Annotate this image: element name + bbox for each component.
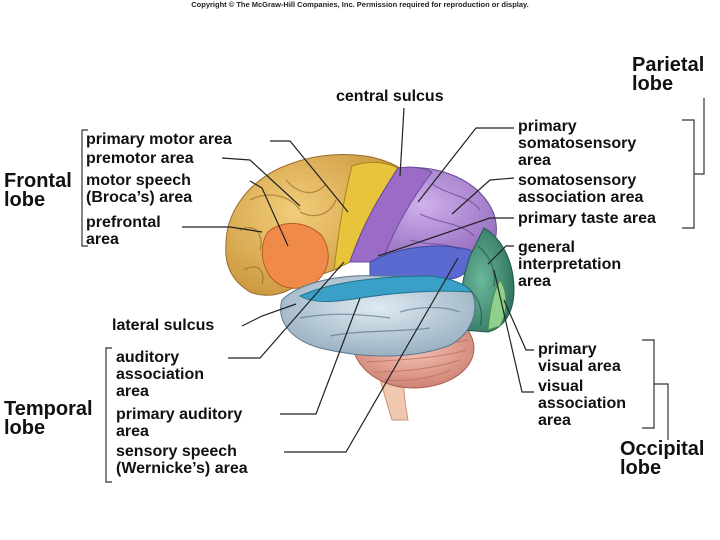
central-sulcus-label: central sulcus — [336, 88, 444, 105]
leader-primary-auditory — [280, 297, 361, 415]
leader-central-sulcus — [399, 107, 405, 177]
prefrontal-area-label: prefrontal area — [86, 214, 161, 248]
bracket-parietal — [682, 98, 705, 229]
general-interpretation-area-label: general interpretation area — [518, 239, 622, 290]
primary-motor-area-label: primary motor area — [86, 131, 232, 148]
leader-somato-assoc — [451, 177, 515, 215]
leader-broca — [249, 180, 289, 247]
temporal-lobe-title: Temporal lobe — [4, 398, 93, 439]
primary-visual-region — [487, 279, 507, 331]
somatosensory-association-area-label: somatosensory association area — [518, 172, 644, 206]
leader-taste — [377, 217, 514, 257]
visual-association-area-label: visual association area — [538, 378, 627, 429]
leader-primary-visual — [503, 299, 534, 351]
leader-visual-assoc — [493, 269, 534, 393]
leader-somatosensory — [417, 127, 514, 203]
leader-interpretation — [487, 245, 514, 265]
primary-taste-area-label: primary taste area — [518, 210, 656, 227]
primary-visual-area-label: primary visual area — [538, 341, 621, 375]
broca-area — [261, 222, 329, 289]
motor-speech-area-label: motor speech (Broca’s) area — [86, 172, 193, 206]
parietal-lobe-title: Parietal lobe — [632, 54, 705, 95]
lateral-sulcus-label: lateral sulcus — [112, 317, 215, 334]
leader-auditory-assoc — [228, 261, 345, 359]
auditory-association-area-label: auditory association area — [116, 349, 205, 400]
sensory-speech-area-label: sensory speech (Wernicke’s) area — [116, 443, 248, 477]
copyright-notice: Copyright © The McGraw-Hill Companies, I… — [191, 0, 529, 9]
leader-primary-motor — [270, 140, 349, 213]
leader-wernicke — [284, 257, 459, 453]
leader-prefrontal — [182, 226, 263, 233]
frontal-lobe-title: Frontal lobe — [4, 170, 72, 211]
leader-premotor — [221, 157, 301, 207]
primary-somatosensory-area-label: primary somatosensory area — [518, 118, 637, 169]
leader-lateral-sulcus — [241, 303, 297, 327]
primary-auditory-area-label: primary auditory area — [116, 406, 243, 440]
bracket-occipital — [642, 339, 669, 440]
occipital-lobe-title: Occipital lobe — [620, 438, 705, 479]
premotor-area-label: premotor area — [86, 150, 194, 167]
primary-somatosensory-strip — [349, 166, 433, 263]
bracket-frontal — [81, 129, 88, 247]
bracket-temporal — [105, 347, 112, 483]
